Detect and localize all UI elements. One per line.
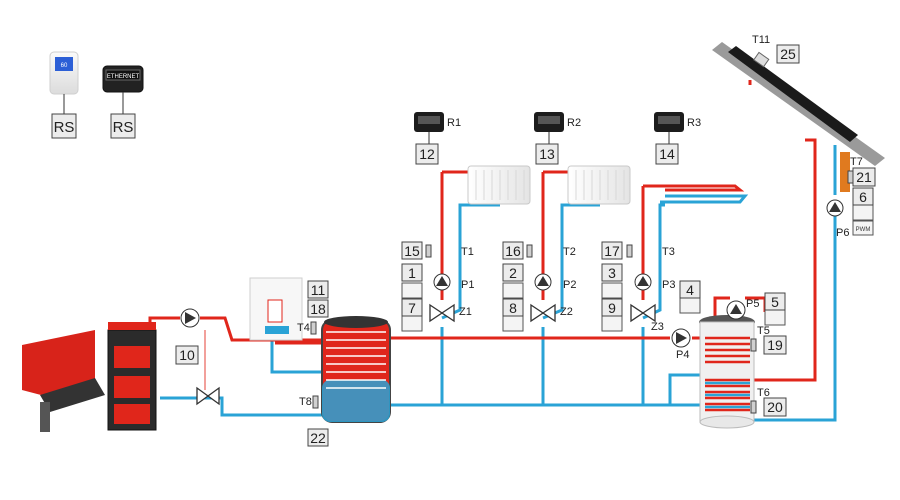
svg-text:60: 60 [61, 63, 68, 69]
dhw-lower-sensor-label: T6 [757, 387, 770, 399]
buffer-top-sensor-number: 18 [310, 301, 326, 317]
buffer-bottom-sensor-number: 22 [310, 430, 326, 446]
circuit2-sensor-label: T2 [563, 246, 576, 258]
circuit2-valve-number: 8 [509, 300, 517, 316]
pellet-boiler-number: 10 [179, 347, 195, 363]
circuit2-sensor-number: 16 [505, 243, 521, 259]
circuit2-pump-number: 2 [509, 265, 517, 281]
circuit3-pump-number: 3 [608, 265, 616, 281]
rs-panel-label: RS [54, 119, 75, 136]
circuit1-valve-label: Z1 [459, 306, 472, 318]
circuit3-valve-number: 9 [608, 300, 616, 316]
regulator-r3-label: R3 [687, 117, 701, 129]
solar-pump-label: P6 [836, 227, 849, 239]
circuit1-sensor-number: 15 [404, 243, 420, 259]
dhw-upper-sensor-label: T5 [757, 325, 770, 337]
circuit1-pump-number: 1 [408, 265, 416, 281]
pump-icon [180, 199, 844, 348]
circuit3-sensor-number: 17 [604, 243, 620, 259]
circuit2-pump-label: P2 [563, 279, 576, 291]
circuit3-valve-label: Z3 [651, 321, 664, 333]
circ-pump-number: 5 [771, 294, 779, 310]
mixing-valve-icon [196, 303, 656, 406]
ethernet-module: ETHERNET [102, 65, 144, 114]
circuit1-sensor-label: T1 [461, 246, 474, 258]
collector-sensor-number: 25 [780, 46, 796, 62]
underfloor-heating-loop [643, 184, 749, 204]
cold-pipes [160, 145, 837, 422]
gas-boiler-number: 11 [311, 282, 326, 298]
dhw-tank [699, 315, 755, 429]
radiator-1 [467, 165, 531, 205]
solar-collector [712, 42, 885, 192]
circuit1-valve-number: 7 [408, 300, 416, 316]
regulator-r1-number: 12 [419, 146, 435, 162]
buffer-top-sensor-label: T4 [297, 322, 310, 334]
circuit2-valve-label: Z2 [560, 306, 573, 318]
number-boxes [51, 44, 876, 447]
circ-pump-label: P5 [746, 298, 759, 310]
dhw-pump-number: 4 [686, 282, 694, 298]
ethernet-rs-label: RS [113, 119, 134, 136]
output-terminal-icons [401, 204, 874, 332]
regulator-r2-number: 13 [539, 146, 555, 162]
radiator-2 [567, 165, 631, 205]
circuit3-sensor-label: T3 [662, 246, 675, 258]
pwm-label: PWM [856, 227, 871, 233]
sensor-icon [310, 170, 854, 414]
circuit1-pump-label: P1 [461, 279, 474, 291]
buffer-bottom-sensor-label: T8 [299, 396, 312, 408]
pipe-sensor-number: 21 [856, 169, 872, 185]
room-regulators [414, 112, 684, 144]
svg-text:ETHERNET: ETHERNET [107, 74, 140, 80]
pipe-sensor-label: T7 [850, 156, 863, 168]
pellet-boiler [22, 322, 157, 432]
regulator-r2-label: R2 [567, 117, 581, 129]
dhw-upper-sensor-number: 19 [767, 337, 783, 353]
dhw-lower-sensor-number: 20 [767, 399, 783, 415]
regulator-r1-label: R1 [447, 117, 461, 129]
gas-boiler [249, 277, 303, 341]
solar-pump-number: 6 [859, 189, 867, 205]
collector-sensor-label: T11 [752, 34, 770, 46]
buffer-tank [321, 316, 391, 423]
regulator-r3-number: 14 [659, 146, 675, 162]
rs-panel: 60 [49, 51, 79, 114]
circuit3-pump-label: P3 [662, 279, 675, 291]
dhw-pump-label: P4 [676, 349, 689, 361]
